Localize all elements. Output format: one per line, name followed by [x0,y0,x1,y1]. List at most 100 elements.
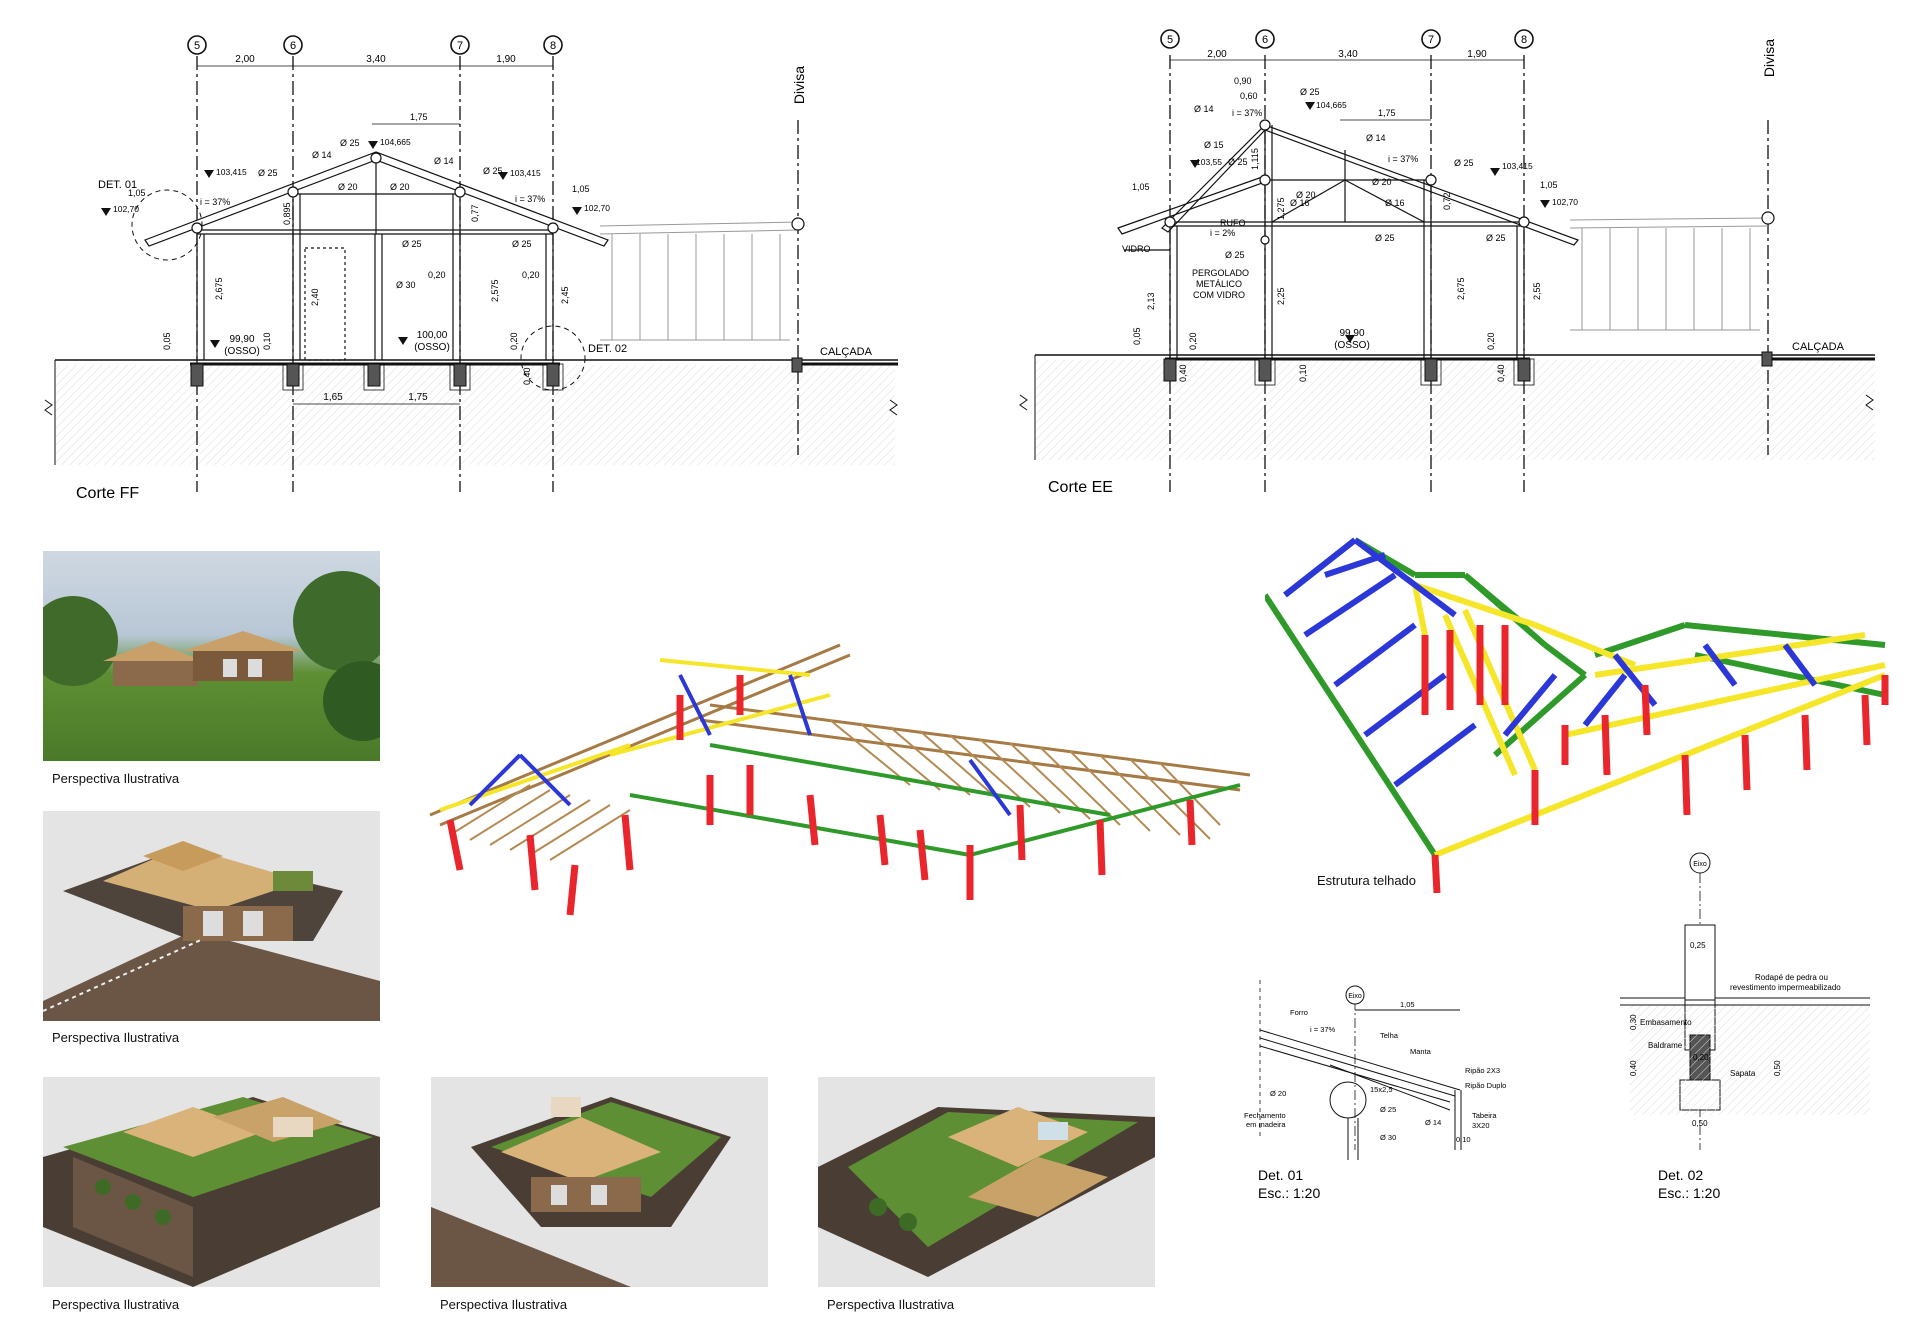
corte-ff-drawing: 5 6 7 8 2,00 3,40 1,90 Divisa [44,35,898,502]
detail-label: 0,50 [1692,1119,1708,1128]
render-aerial-3 [818,1077,1155,1287]
diameter: Ø 14 [434,156,454,166]
floor-level: 99,90 [229,334,254,345]
detail-label: 0,40 [1629,1060,1638,1076]
diameter: Ø 25 [483,166,503,176]
section-title: Corte EE [1048,479,1113,496]
height: 2,675 [1456,277,1466,300]
render-caption: Perspectiva Ilustrativa [827,1297,955,1312]
detail-label: revestimento impermeabilizado [1730,983,1841,992]
height: 0,05 [162,332,172,350]
floor-level: (OSSO) [224,346,260,357]
height: 2,55 [1532,282,1542,300]
detail-label: Rodapé de pedra ou [1755,973,1828,982]
vidro-note: VIDRO [1122,244,1151,254]
dim: 1,05 [1132,182,1150,192]
span-dim: 1,90 [1467,49,1487,60]
span-dim: 2,00 [235,54,255,65]
detail-label: 0,20 [1693,1053,1709,1062]
diameter: Ø 30 [396,280,416,290]
diameter: Ø 25 [512,239,532,249]
span-dim: 1,90 [496,54,516,65]
diameter: Ø 25 [1225,250,1245,260]
detail-label: Ripão 2X3 [1465,1066,1500,1075]
detail-label: Ripão Duplo [1465,1081,1506,1090]
diameter: Ø 20 [1296,190,1316,200]
diameter: Ø 20 [338,182,358,192]
floor-level: (OSSO) [1334,340,1370,351]
detail-label: em madeira [1246,1120,1286,1129]
det01-callout: DET. 01 [98,179,137,191]
detail-label: Manta [1410,1047,1432,1056]
slope: i = 37% [1232,108,1262,118]
diameter: Ø 25 [402,239,422,249]
divisa-label: Divisa [1761,39,1777,77]
diameter: Ø 15 [1204,140,1224,150]
diameter: Ø 25 [1228,157,1248,167]
slope: i = 37% [1388,154,1418,164]
axis-label: 7 [457,40,463,52]
height: 0,10 [1298,364,1308,382]
detail-title: Det. 01 [1258,1167,1303,1183]
diameter: Ø 25 [1300,87,1320,97]
level: 102,70 [1552,197,1578,207]
pergolado-note: METÁLICO [1196,279,1242,289]
render-caption: Perspectiva Ilustrativa [440,1297,568,1312]
slope: i = 2% [1210,228,1235,238]
height: 0,40 [1178,364,1188,382]
detail-label: 0,25 [1690,941,1706,950]
height: 0,20 [1486,332,1496,350]
diameter: Ø 25 [340,138,360,148]
detail-scale: Esc.: 1:20 [1258,1185,1320,1201]
axis-label: 8 [1521,34,1527,46]
axis-label: 5 [194,40,200,52]
calcada-label: CALÇADA [1792,341,1845,353]
detail-label: Ø 14 [1425,1118,1441,1127]
diameter: Ø 14 [1194,104,1214,114]
dim: 1,05 [572,184,590,194]
detail-label: Telha [1380,1031,1399,1040]
detail-label: Tabeira [1472,1111,1497,1120]
detail-label: 15x2,5 [1370,1085,1393,1094]
section-title: Corte FF [76,485,139,502]
dim: 1,05 [1400,1000,1415,1009]
dim: 1,65 [323,392,343,403]
diameter: Ø 25 [1486,233,1506,243]
detail-scale: Esc.: 1:20 [1658,1185,1720,1201]
height: 0,40 [1496,364,1506,382]
height: 0,20 [522,270,540,280]
detail-label: i = 37% [1310,1025,1336,1034]
height: 0,40 [522,367,532,385]
height: 1,275 [1276,197,1286,220]
render-aerial-2 [431,1077,768,1287]
height: 0,72 [1442,192,1452,210]
corte-ee-drawing: 5 6 7 8 2,00 3,40 1,90 Divisa [1019,29,1875,496]
height: 0,10 [262,332,272,350]
dim: 1,75 [410,112,428,122]
level: 102,70 [113,204,139,214]
height: 2,40 [310,288,320,306]
detail-title: Det. 02 [1658,1167,1703,1183]
diameter: Ø 25 [1375,233,1395,243]
level: 104,665 [1316,100,1347,110]
structure-3d-model [429,643,1251,916]
dim: 1,05 [1540,180,1558,190]
floor-level: 100,00 [417,330,448,341]
detail-label: 0,50 [1773,1060,1782,1076]
render-caption: Perspectiva Ilustrativa [52,1297,180,1312]
diameter: Ø 20 [390,182,410,192]
detail-label: 3X20 [1472,1121,1490,1130]
height: 0,77 [470,204,480,222]
dim: 1,05 [128,188,146,198]
height: 2,575 [490,279,500,302]
detail-label: Sapata [1730,1069,1756,1078]
height: 0,895 [282,202,292,225]
level: 103,415 [1502,161,1533,171]
height: 0,20 [428,270,446,280]
render-aerial-1 [43,1077,380,1287]
slope: i = 37% [515,194,545,204]
pergolado-note: COM VIDRO [1193,290,1245,300]
height: 2,675 [214,277,224,300]
diameter: Ø 14 [312,150,332,160]
span-dim: 3,40 [366,54,386,65]
